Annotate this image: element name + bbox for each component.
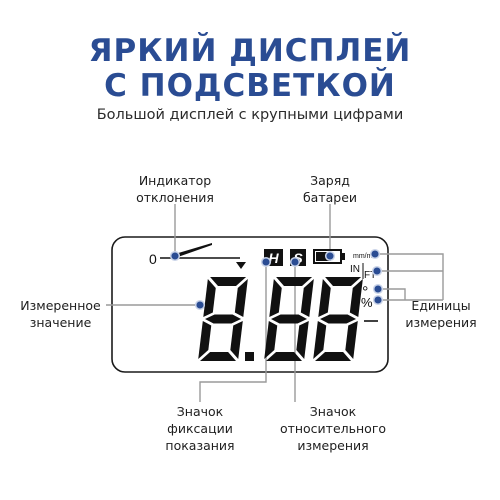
lcd-digit-1-segment-f	[269, 279, 282, 317]
lcd-digit-0-segment-g	[205, 314, 242, 324]
label-measured-value: Измеренное значение	[8, 297, 113, 331]
unit-mm-per-m: mm/m	[353, 253, 373, 260]
lcd-digit-1-segment-b	[300, 279, 314, 317]
title-line-1: ЯРКИЙ ДИСПЛЕЙ	[88, 33, 412, 69]
label-hold-line-1: Значок	[176, 404, 224, 419]
leader-lines	[106, 204, 444, 402]
lcd-digit-0-segment-a	[210, 277, 247, 286]
label-deviation-line-2: отклонения	[136, 190, 214, 205]
lcd-digit-0-segment-e	[198, 321, 212, 359]
marker-deg	[372, 283, 384, 295]
label-battery-line-1: Заряд	[310, 173, 350, 188]
lcd-digit-2-segment-b	[349, 279, 363, 317]
lcd-digit-2-segment-d	[315, 352, 351, 361]
leader-hold	[199, 262, 267, 402]
label-relative-line-3: измерения	[297, 438, 369, 453]
lcd-digit-2-segment-a	[325, 277, 362, 286]
lcd-digit-0-segment-b	[234, 279, 248, 317]
battery-fill	[316, 252, 331, 261]
lcd-digit-0-segment-c	[230, 321, 243, 359]
marker-dots	[169, 248, 384, 311]
marker-battery	[324, 250, 336, 262]
label-measured-line-1: Измеренное	[20, 298, 101, 313]
marker-deviation	[169, 250, 181, 262]
deviation-wedge	[175, 243, 212, 258]
lcd-digit-2-segment-e	[313, 321, 327, 359]
marker-relative	[289, 256, 301, 268]
subtitle: Большой дисплей с крупными цифрами	[96, 107, 404, 123]
marker-pct	[372, 294, 384, 306]
marker-mm	[369, 248, 381, 260]
down-arrow-icon	[236, 262, 246, 269]
unit-degree: °	[362, 284, 368, 301]
battery-tip	[341, 253, 345, 260]
label-measured-line-2: значение	[29, 315, 92, 330]
marker-hold	[260, 256, 272, 268]
label-hold-line-3: показания	[165, 438, 235, 453]
lcd-digit-1-segment-c	[296, 321, 309, 359]
unit-in: IN	[350, 264, 360, 275]
hold-icon: H	[268, 250, 279, 266]
lcd-digit-1-segment-d	[266, 352, 302, 361]
marker-measured	[194, 299, 206, 311]
title-line-2: С ПОДСВЕТКОЙ	[104, 68, 396, 104]
label-deviation-indicator: Индикатор отклонения	[120, 172, 230, 206]
lcd-decimal-point	[245, 352, 254, 361]
unit-ft: FT	[364, 270, 376, 281]
label-units: Единицы измерения	[396, 297, 486, 331]
lcd-digit-1-segment-a	[276, 277, 313, 286]
label-relative-line-2: относительного	[279, 421, 387, 436]
label-deviation-line-1: Индикатор	[138, 173, 212, 188]
relative-icon: S	[293, 250, 303, 266]
label-relative-icon: Значок относительного измерения	[268, 403, 398, 454]
lcd-digit-0-segment-d	[200, 352, 236, 361]
marker-inft	[371, 265, 383, 277]
label-units-line-2: измерения	[405, 315, 477, 330]
lcd-digit-2-segment-g	[320, 314, 357, 324]
lcd-digit-1-segment-e	[264, 321, 278, 359]
zero-mark: 0	[149, 251, 157, 267]
label-battery-charge: Заряд батареи	[290, 172, 370, 206]
lcd-digit-1-segment-g	[271, 314, 308, 324]
leader-units-mm	[375, 253, 444, 300]
lcd-digit-2-segment-f	[318, 279, 331, 317]
label-units-line-1: Единицы	[411, 298, 471, 313]
unit-percent: %	[361, 295, 373, 310]
lcd-digit-2-segment-c	[345, 321, 358, 359]
leader-units-deg	[378, 288, 406, 300]
label-relative-line-1: Значок	[309, 404, 357, 419]
lcd-digits	[198, 277, 363, 361]
label-hold-line-2: фиксации	[167, 421, 233, 436]
label-hold-icon: Значок фиксации показания	[150, 403, 250, 454]
label-battery-line-2: батареи	[302, 190, 358, 205]
lcd-digit-0-segment-f	[203, 279, 216, 317]
